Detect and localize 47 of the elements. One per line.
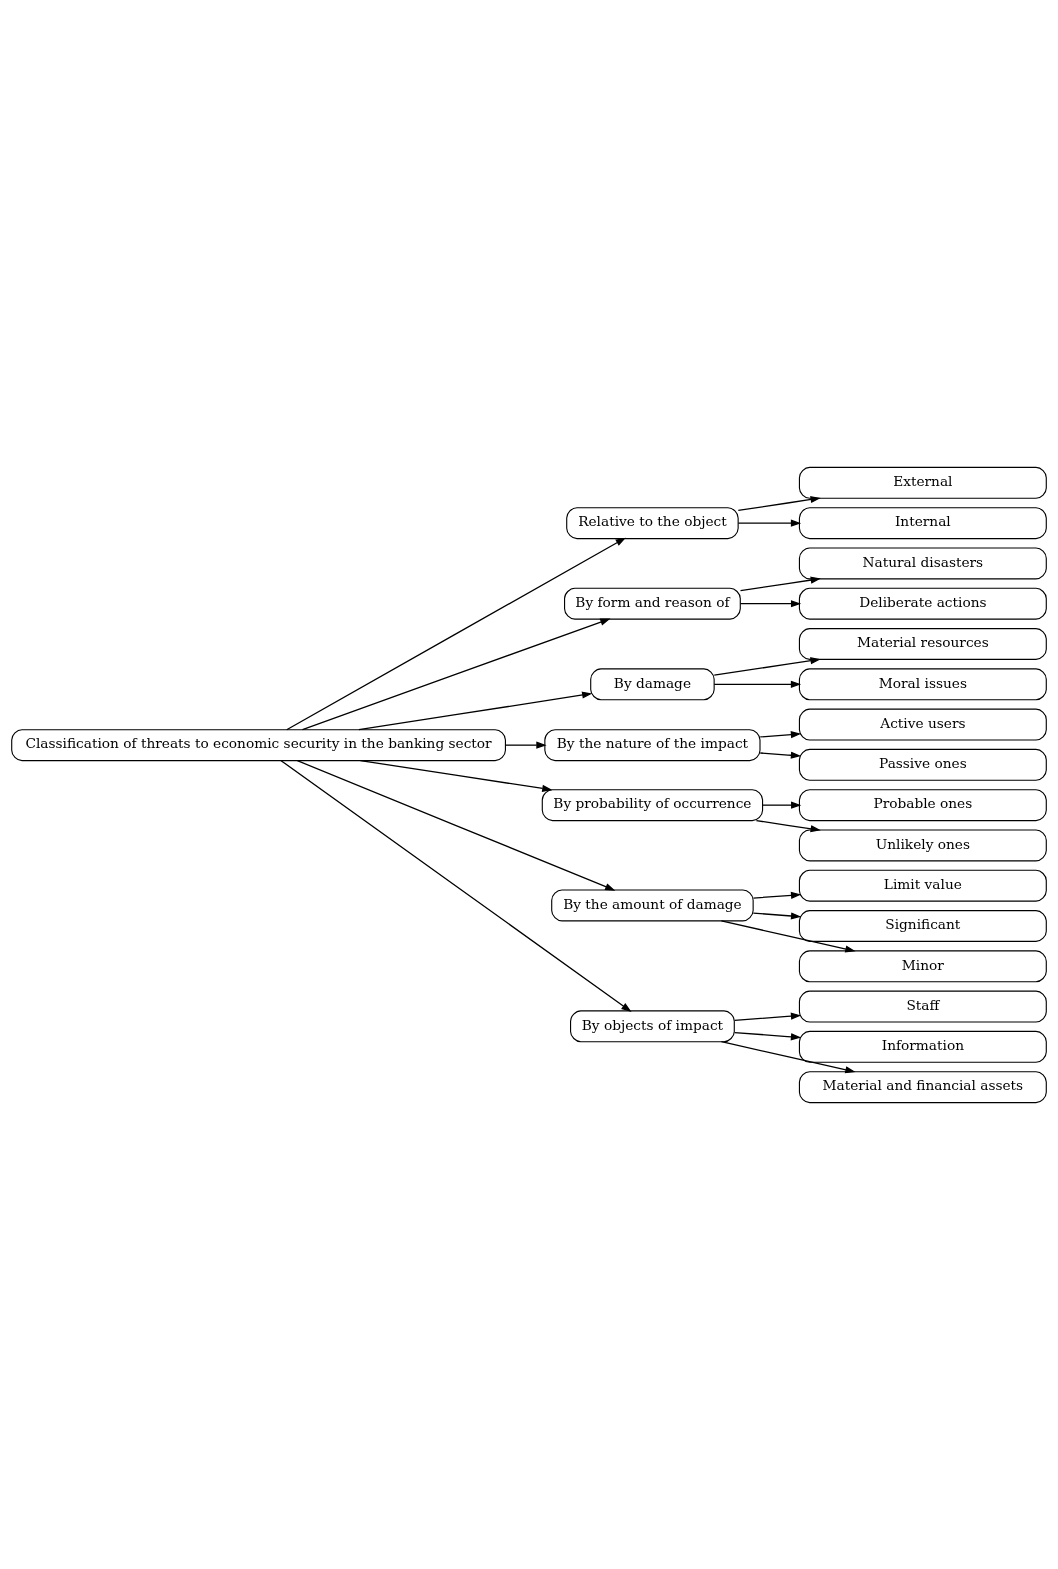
arrow	[301, 618, 611, 730]
arrow	[739, 576, 821, 591]
arrow	[734, 1031, 802, 1040]
arrow	[752, 911, 802, 920]
node-box: Internal	[798, 506, 1047, 539]
arrow	[737, 519, 802, 527]
arrow	[752, 891, 802, 899]
arrow	[713, 680, 802, 688]
node-box: By the amount of damage	[551, 888, 754, 921]
arrow	[286, 537, 626, 730]
node-box: Probable ones	[798, 788, 1047, 821]
node-box: By damage	[590, 667, 715, 700]
node-box: External	[798, 466, 1047, 499]
arrow	[504, 741, 547, 749]
node-box: Passive ones	[798, 748, 1047, 781]
node-box: By form and reason of	[564, 587, 741, 620]
node-box: Staff	[798, 990, 1047, 1023]
node-box: Moral issues	[798, 667, 1047, 700]
node-box: Relative to the object	[566, 506, 739, 539]
arrow	[755, 819, 821, 832]
arrow	[737, 495, 821, 511]
node-box: Natural disasters	[798, 546, 1047, 579]
arrow	[761, 801, 802, 809]
node-box: Information	[798, 1030, 1047, 1063]
arrow	[734, 1012, 802, 1021]
node-box: Unlikely ones	[798, 828, 1047, 861]
node-box: By probability of occurrence	[541, 788, 764, 821]
arrow	[713, 656, 821, 676]
arrow	[359, 759, 553, 792]
node-box: Material resources	[798, 627, 1047, 660]
arrow	[358, 691, 593, 730]
arrow	[759, 730, 802, 738]
arrow	[720, 1040, 856, 1073]
node-box: Active users	[798, 708, 1047, 741]
node-box: Deliberate actions	[798, 587, 1047, 620]
arrow	[739, 599, 802, 607]
node-box: By the nature of the impact	[544, 728, 761, 761]
node-box: By objects of impact	[570, 1009, 735, 1042]
node-box: Material and financial assets	[798, 1070, 1047, 1103]
arrow	[296, 759, 616, 891]
node-box: Limit value	[798, 869, 1047, 902]
node-box: Minor	[798, 949, 1047, 982]
arrow	[759, 751, 802, 759]
node-box: Significant	[798, 909, 1047, 942]
arrow	[720, 919, 856, 952]
arrow	[280, 759, 632, 1012]
node-box: Classification of threats to economic security in the banking sector	[11, 728, 506, 761]
